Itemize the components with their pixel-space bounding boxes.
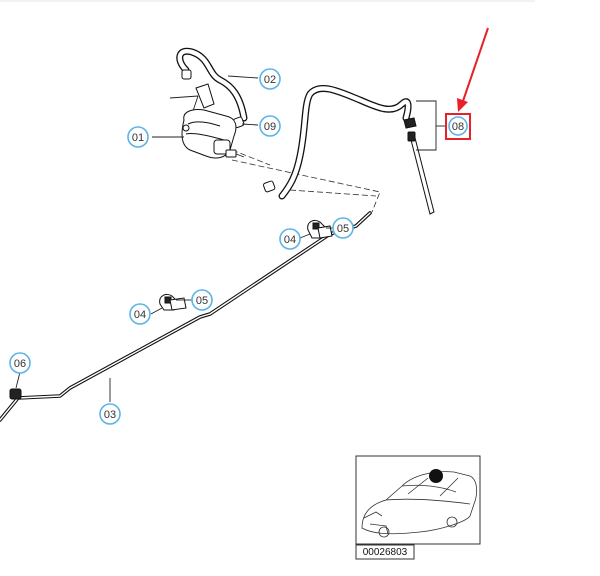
callout-02[interactable]: 02	[259, 68, 281, 90]
callout-04-upper[interactable]: 04	[279, 228, 301, 250]
callout-08-bracket	[416, 100, 447, 151]
callout-01[interactable]: 01	[127, 126, 149, 148]
reference-code-box	[355, 544, 415, 560]
fuel-line-pipe	[0, 211, 372, 422]
clamp-upper	[307, 219, 333, 239]
car-outline	[361, 471, 478, 538]
part-08-group	[403, 117, 435, 215]
callout-06-label: 06	[14, 358, 26, 370]
location-marker	[429, 469, 443, 483]
callout-04-lower-label: 04	[134, 309, 146, 321]
red-arrow-annotation	[457, 27, 489, 112]
callout-09-label: 09	[264, 121, 276, 133]
callout-01-label: 01	[132, 132, 144, 144]
callout-08[interactable]: 08	[445, 113, 471, 140]
hose-02	[176, 47, 248, 122]
callout-08-label: 08	[452, 121, 464, 133]
pump-assembly	[169, 83, 245, 159]
hose-clip-lower	[262, 180, 276, 193]
callout-05-upper-label: 05	[337, 223, 349, 235]
callout-05-upper[interactable]: 05	[332, 217, 354, 239]
callout-05-lower-label: 05	[196, 295, 208, 307]
callout-03-label: 03	[104, 409, 116, 421]
callout-04-upper-label: 04	[284, 234, 296, 246]
highlight-box	[445, 113, 471, 140]
reference-code: 00026803	[363, 547, 408, 558]
callout-06[interactable]: 06	[9, 352, 31, 374]
leader-lines	[15, 75, 333, 402]
hose-clip-top	[181, 69, 192, 80]
callout-05-lower[interactable]: 05	[191, 289, 213, 311]
callout-02-label: 02	[264, 74, 276, 86]
hose-main	[278, 85, 412, 200]
callout-03[interactable]: 03	[99, 403, 121, 425]
clamp-lower	[159, 293, 187, 311]
vehicle-location-thumbnail: 00026803	[355, 455, 481, 560]
grommet-06	[9, 388, 22, 400]
callout-09[interactable]: 09	[259, 115, 281, 137]
callout-04-lower[interactable]: 04	[129, 303, 151, 325]
dashed-guide-lines	[231, 149, 381, 213]
